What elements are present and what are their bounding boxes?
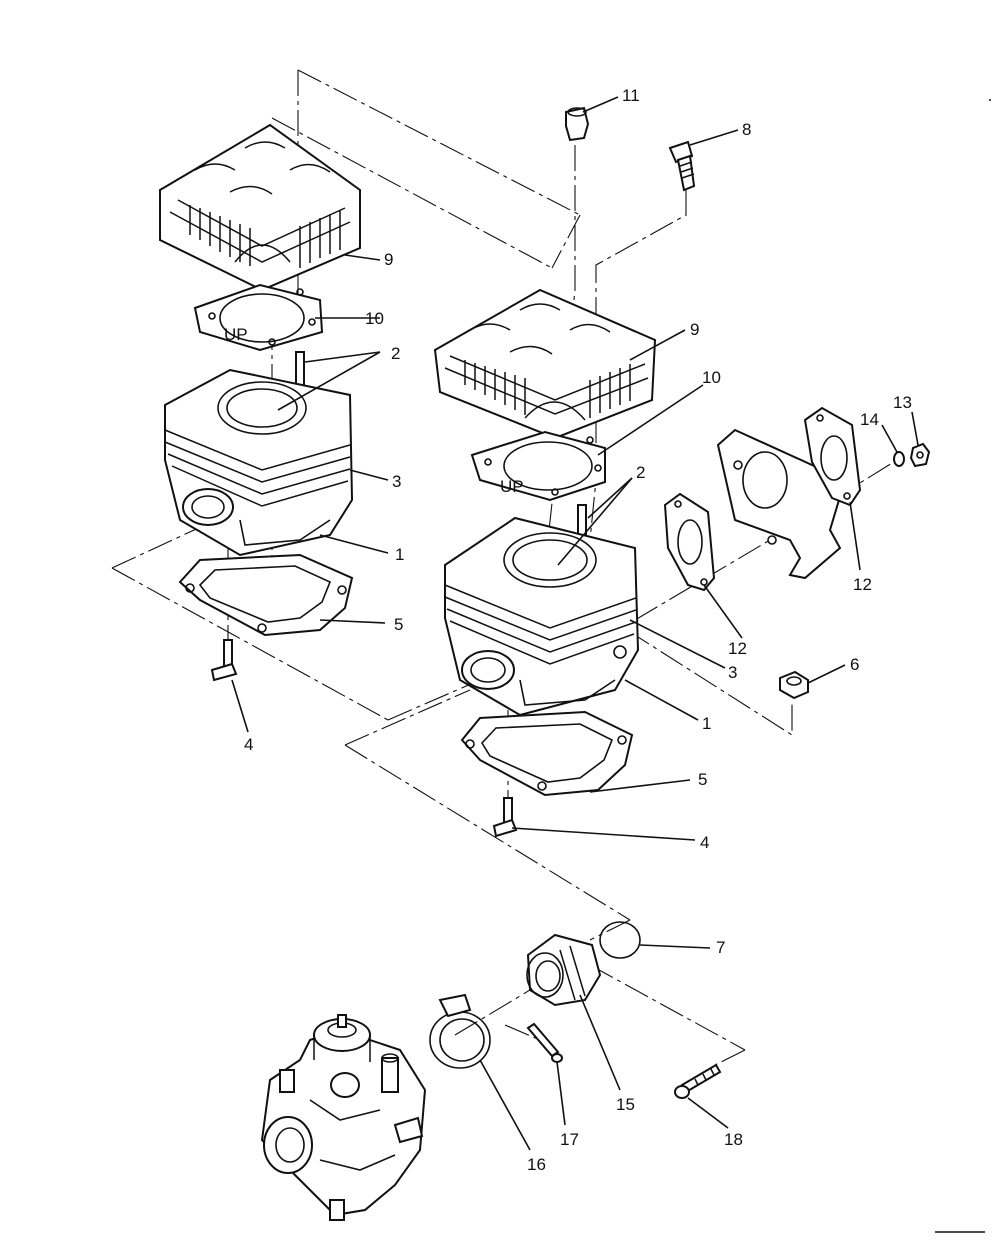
callout-7: 7 xyxy=(716,938,725,957)
callout-15: 15 xyxy=(616,1095,635,1114)
callout-2-left: 2 xyxy=(391,344,400,363)
callout-9-right: 9 xyxy=(690,320,699,339)
right-gasket-up-mark: UP xyxy=(500,477,524,496)
left-base-gasket xyxy=(178,553,354,637)
callout-10-right: 10 xyxy=(702,368,721,387)
callout-12-outer: 12 xyxy=(853,575,872,594)
callout-4-right: 4 xyxy=(700,833,709,852)
callout-18: 18 xyxy=(724,1130,743,1149)
callout-1-right: 1 xyxy=(702,714,711,733)
left-fitting xyxy=(210,639,238,682)
exhaust-gasket-outer xyxy=(803,406,862,507)
flanged-nut-11 xyxy=(565,106,590,142)
right-base-gasket xyxy=(460,710,634,797)
callout-11: 11 xyxy=(622,86,640,105)
intake-adapter-15 xyxy=(526,933,602,1007)
o-ring-7 xyxy=(599,921,641,959)
callout-10-left: 10 xyxy=(365,309,384,328)
bolt-18 xyxy=(674,1063,722,1099)
right-cylinder xyxy=(444,516,640,717)
callout-2-right: 2 xyxy=(636,463,645,482)
callout-5-left: 5 xyxy=(394,615,403,634)
callout-3-right: 3 xyxy=(728,663,737,682)
right-fitting xyxy=(492,797,518,838)
screw-17 xyxy=(526,1022,563,1063)
exhaust-gasket-inner xyxy=(663,492,716,592)
clamp-16 xyxy=(429,993,491,1069)
callout-4-left: 4 xyxy=(244,735,253,754)
left-head-gasket: UP xyxy=(193,283,324,352)
callout-12-inner: 12 xyxy=(728,639,747,658)
callout-6: 6 xyxy=(850,655,859,674)
left-gasket-up-mark: UP xyxy=(224,325,248,344)
carburetor xyxy=(260,1014,427,1221)
right-head-gasket: UP xyxy=(470,430,606,502)
exhaust-bracket xyxy=(716,428,847,580)
callout-8: 8 xyxy=(742,120,751,139)
left-cylinder-head xyxy=(159,123,361,292)
callout-5-right: 5 xyxy=(698,770,707,789)
leader-lines xyxy=(231,96,919,1151)
callout-3-left: 3 xyxy=(392,472,401,491)
left-cylinder xyxy=(164,368,354,557)
edge-mark-dot xyxy=(989,99,991,101)
nut-13 xyxy=(909,442,931,468)
callout-14: 14 xyxy=(860,410,879,429)
flanged-nut-6 xyxy=(779,670,809,700)
callouts: 9 10 2 3 1 5 4 11 8 9 10 2 3 1 5 4 6 12 … xyxy=(244,86,912,1174)
bolt-8 xyxy=(668,140,696,192)
washer-14 xyxy=(893,451,905,467)
callout-13: 13 xyxy=(893,393,912,412)
right-cylinder-head xyxy=(433,288,657,440)
callout-9-left: 9 xyxy=(384,250,393,269)
callout-17: 17 xyxy=(560,1130,579,1149)
callout-1-left: 1 xyxy=(395,545,404,564)
callout-16: 16 xyxy=(527,1155,546,1174)
